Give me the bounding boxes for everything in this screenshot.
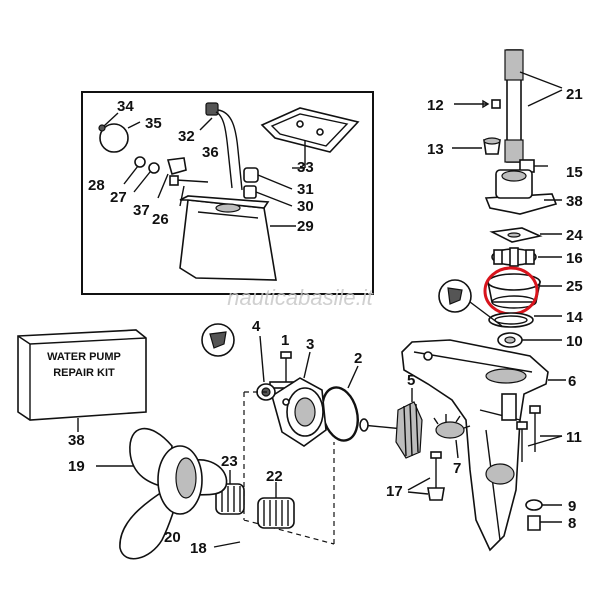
callout-4: 4 (252, 318, 261, 335)
part-25-impeller-cup (487, 273, 541, 309)
part-35-cap (99, 123, 129, 153)
part-10-seal (497, 332, 523, 348)
part-18-pin (213, 541, 241, 548)
callout-33: 33 (297, 159, 314, 176)
callout-32: 32 (178, 128, 195, 145)
part-30-plug (243, 185, 257, 199)
callout-18: 18 (190, 540, 207, 557)
part-14-seal-ring (488, 312, 534, 328)
part-19-propeller (119, 427, 228, 560)
callout-26: 26 (152, 211, 169, 228)
callout-15: 15 (566, 164, 583, 181)
callout-23: 23 (221, 453, 238, 470)
callout-35: 35 (145, 115, 162, 132)
part-37-bracket (166, 157, 187, 175)
part-38-pump-housing (484, 169, 558, 215)
callout-25: 25 (566, 278, 583, 295)
callout-31: 31 (297, 181, 314, 198)
repair-kit-line-2: REPAIR KIT (53, 367, 115, 379)
callout-17: 17 (386, 483, 403, 500)
part-17-bolts (427, 451, 445, 501)
callout-37: 37 (133, 202, 150, 219)
callout-29: 29 (297, 218, 314, 235)
callout-6: 6 (568, 373, 576, 390)
callout-8: 8 (568, 515, 576, 532)
part-16-impeller (491, 247, 537, 267)
callout-13: 13 (427, 141, 444, 158)
part-6-gearcase (401, 339, 549, 552)
callout-24: 24 (566, 227, 583, 244)
callout-1: 1 (281, 332, 289, 349)
part-29-fuel-tank (179, 195, 277, 281)
part-13-bushing (483, 137, 501, 155)
callout-30: 30 (297, 198, 314, 215)
part-21-driveshaft (504, 49, 524, 163)
part-31-fitting (243, 167, 259, 183)
callout-38-kit: 38 (68, 432, 85, 449)
watermark: nauticabasile.it (227, 285, 373, 310)
part-5-drive-gear (359, 401, 423, 459)
part-9-washer (525, 499, 543, 511)
part-32-36-tube (205, 102, 243, 191)
part-26-screw (169, 175, 209, 186)
callout-28: 28 (88, 177, 105, 194)
part-33-cover-plate (260, 107, 360, 153)
part-11-bolts (516, 405, 541, 462)
part-24-plate (489, 227, 543, 243)
clip-detail-icon (438, 279, 472, 313)
callout-34: 34 (117, 98, 134, 115)
callout-21: 21 (566, 86, 583, 103)
part-15-screw (519, 159, 548, 173)
callout-12: 12 (427, 97, 444, 114)
part-27-washer (148, 162, 160, 174)
callout-14: 14 (566, 309, 583, 326)
repair-kit-line-1: WATER PUMP (47, 351, 121, 363)
callout-2: 2 (354, 350, 362, 367)
part-12-pin (454, 99, 501, 109)
callout-38: 38 (566, 193, 583, 210)
clip-detail-icon-2 (201, 323, 235, 357)
repair-kit-box (17, 329, 147, 421)
callout-20: 20 (164, 529, 181, 546)
callout-9: 9 (568, 498, 576, 515)
assembly-dashed-guide (243, 391, 335, 545)
callout-11: 11 (566, 429, 582, 446)
callout-27: 27 (110, 189, 127, 206)
part-28-nut (134, 156, 146, 168)
part-7-pinion-gear (433, 414, 471, 439)
callout-36: 36 (202, 144, 219, 161)
callout-16: 16 (566, 250, 583, 267)
callout-7: 7 (453, 460, 461, 477)
callout-19: 19 (68, 458, 85, 475)
part-8-plug (527, 515, 541, 531)
callout-22: 22 (266, 468, 283, 485)
callout-3: 3 (306, 336, 314, 353)
part-3-bearing-housing (271, 377, 327, 447)
callout-10: 10 (566, 333, 583, 350)
part-22-bearing (257, 497, 295, 529)
callout-5: 5 (407, 372, 415, 389)
